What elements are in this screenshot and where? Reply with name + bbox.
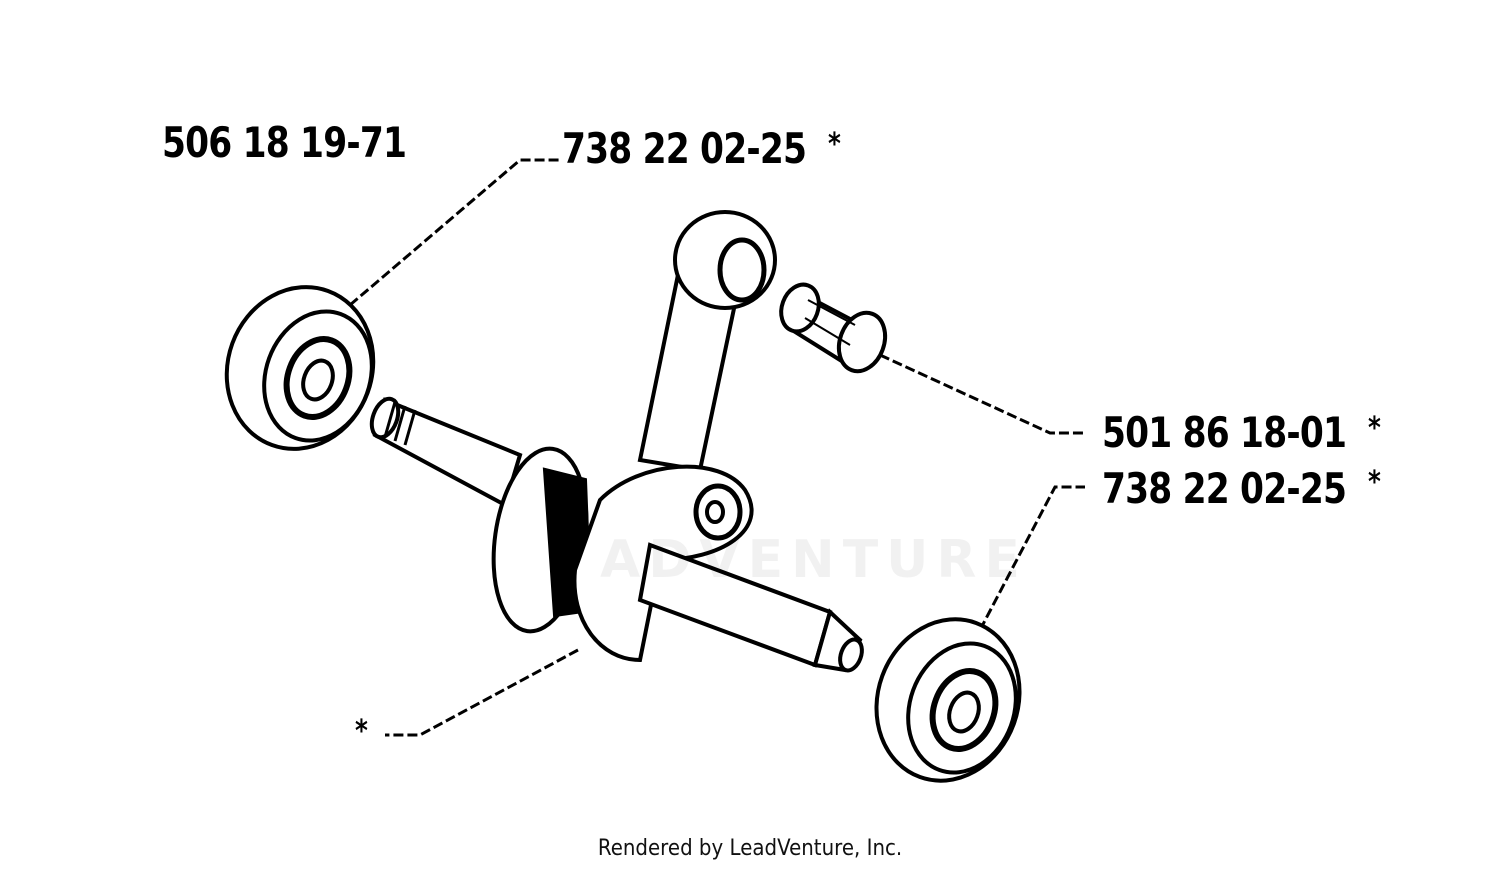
leader-line-bearing-right xyxy=(978,485,1085,631)
asterisk-crankshaft: * xyxy=(355,714,368,749)
crankshaft-icon xyxy=(369,210,864,673)
part-number-bearing-left[interactable]: 506 18 19-71 xyxy=(162,118,407,167)
asterisk-needle-bearing: * xyxy=(1368,411,1381,446)
leader-line-needle-bearing xyxy=(879,353,1085,435)
part-number-bearing-top[interactable]: 738 22 02-25 xyxy=(562,124,807,173)
leader-lines xyxy=(349,158,1085,737)
asterisk-bearing-right: * xyxy=(1368,465,1381,500)
part-number-bearing-right[interactable]: 738 22 02-25 xyxy=(1102,464,1347,513)
ball-bearing-icon xyxy=(224,285,376,451)
footer-credit: Rendered by LeadVenture, Inc. xyxy=(597,836,903,861)
ball-bearing-icon xyxy=(874,617,1022,783)
asterisk-bearing-top: * xyxy=(828,127,841,162)
part-number-needle-bearing[interactable]: 501 86 18-01 xyxy=(1102,408,1347,457)
leader-line-crankshaft xyxy=(385,648,579,737)
leader-line-bearing-left xyxy=(349,158,560,307)
needle-bearing-icon xyxy=(779,282,888,374)
watermark: ADVENTURE xyxy=(600,530,1028,590)
